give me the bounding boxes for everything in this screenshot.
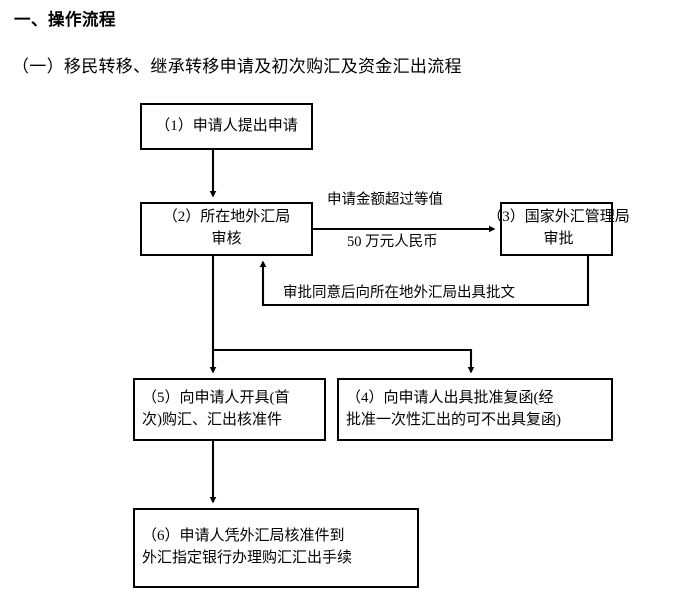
flow-node-3[interactable]: （3）国家外汇管理局 审批 <box>487 202 630 256</box>
flow-node-5[interactable]: （5）向申请人开具(首 次)购汇、汇出核准件 <box>133 378 326 441</box>
flow-node-5-line-1: （5）向申请人开具(首 <box>142 389 290 406</box>
flow-node-3-line-2: 审批 <box>543 231 574 247</box>
flow-node-1-line-1: （1）申请人提出申请 <box>155 117 298 134</box>
flow-node-2-line-1: （2）所在地外汇局 <box>162 209 291 226</box>
edge-2-to-4 <box>213 348 475 374</box>
edge-3-to-2-return <box>259 256 590 307</box>
edge-label-3-to-2: 审批同意后向所在地外汇局出具批文 <box>283 281 515 302</box>
page-title: 一、操作流程 <box>14 10 116 29</box>
flow-node-4-line-2: 批准一次性汇出的可不出具复函) <box>346 411 561 428</box>
flow-node-3-line-1: （3）国家外汇管理局 <box>487 209 630 226</box>
edge-label-2-to-3-lower: 50 万元人民币 <box>347 230 438 251</box>
section-subtitle: （一）移民转移、继承转移申请及初次购汇及资金汇出流程 <box>12 57 462 76</box>
flow-node-4[interactable]: （4）向申请人出具批准复函(经 批准一次性汇出的可不出具复函) <box>337 378 613 441</box>
flow-node-6-line-1: （6）申请人凭外汇局核准件到 <box>142 528 345 545</box>
flow-node-6-line-2: 外汇指定银行办理购汇汇出手续 <box>142 550 353 566</box>
flow-node-2[interactable]: （2）所在地外汇局 审核 <box>140 202 313 256</box>
flow-node-2-line-2: 审核 <box>211 231 242 247</box>
flow-node-6[interactable]: （6）申请人凭外汇局核准件到 外汇指定银行办理购汇汇出手续 <box>133 508 419 588</box>
edge-label-2-to-3-upper: 申请金额超过等值 <box>327 188 443 209</box>
flow-node-5-line-2: 次)购汇、汇出核准件 <box>142 411 282 428</box>
flow-node-4-line-1: （4）向申请人出具批准复函(经 <box>346 389 554 406</box>
flow-node-1[interactable]: （1）申请人提出申请 <box>140 103 313 150</box>
